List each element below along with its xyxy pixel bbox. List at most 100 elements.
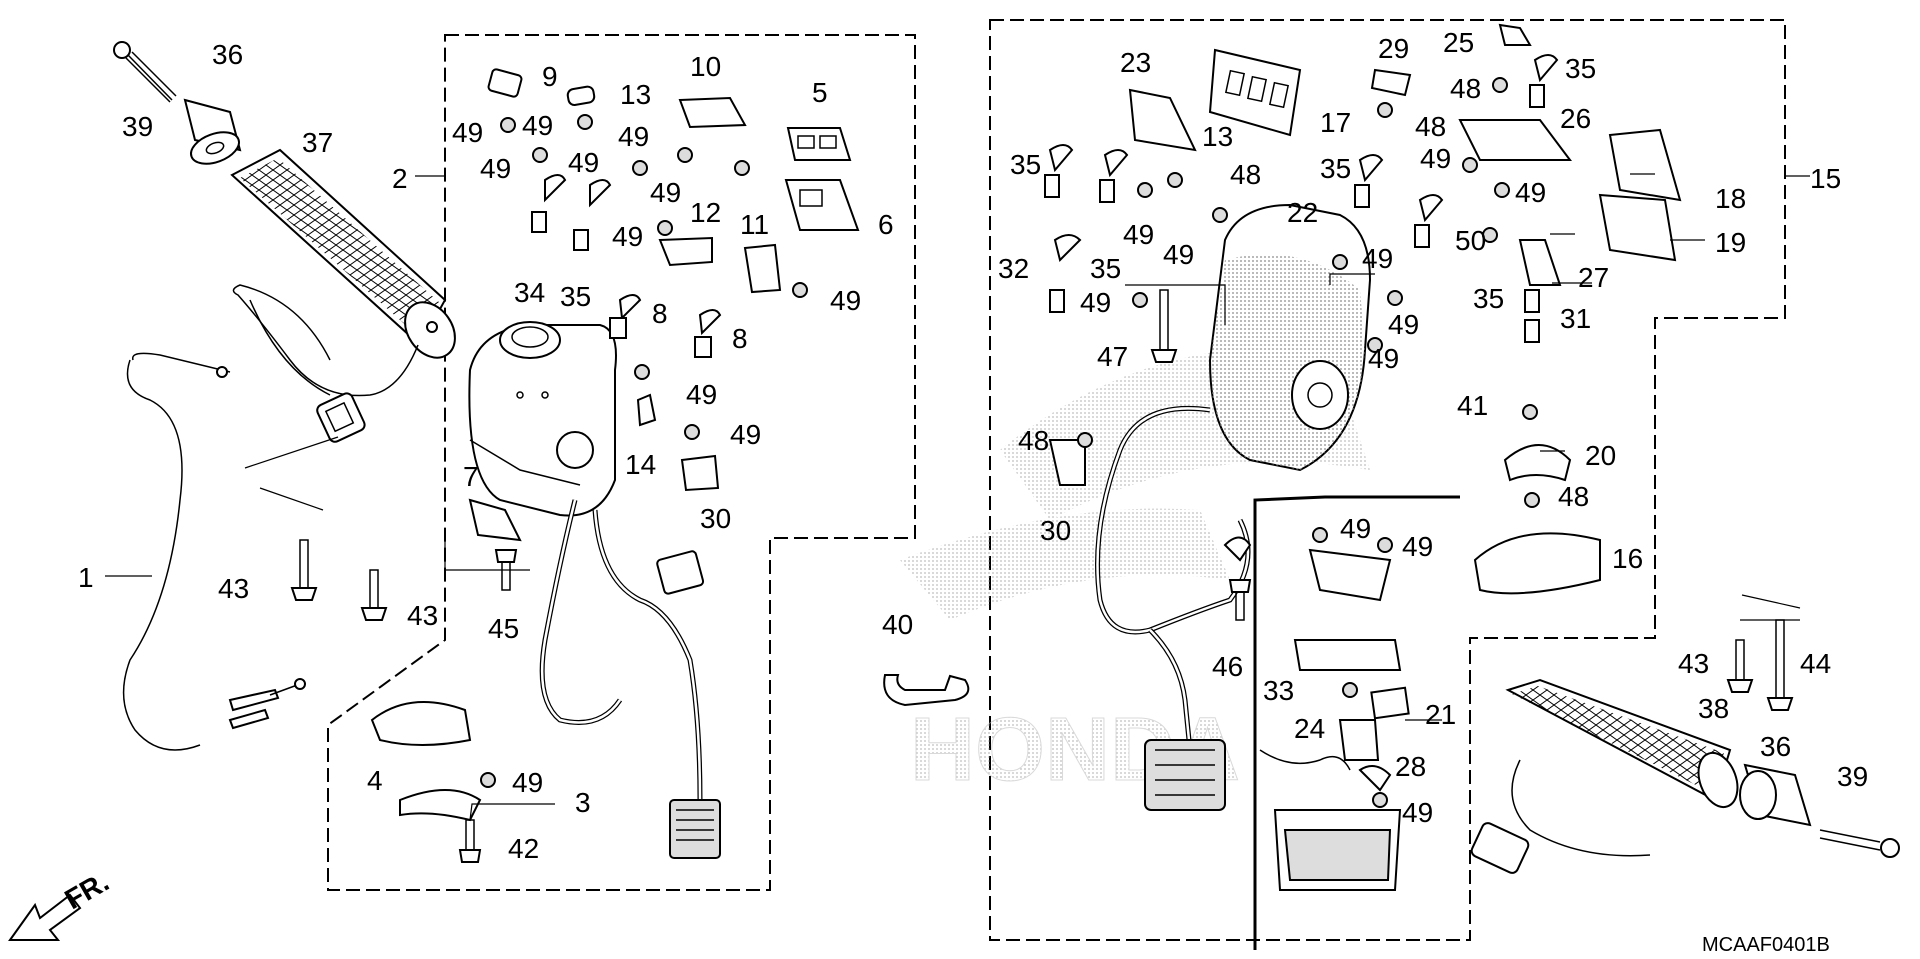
callout-48a: 48 — [1018, 425, 1049, 456]
callout-12: 12 — [690, 197, 721, 228]
callout-38: 38 — [1698, 693, 1729, 724]
callout-33: 33 — [1263, 675, 1294, 706]
callout-44: 44 — [1800, 648, 1831, 679]
callout-22: 22 — [1287, 197, 1318, 228]
callout-49e: 49 — [618, 121, 649, 152]
callout-49l: 49 — [1080, 287, 1111, 318]
callout-49f: 49 — [650, 177, 681, 208]
callout-23: 23 — [1120, 47, 1151, 78]
callout-48c: 48 — [1415, 111, 1446, 142]
callout-2: 2 — [392, 163, 408, 194]
callout-18: 18 — [1715, 183, 1746, 214]
callout-8a: 8 — [652, 298, 668, 329]
callout-17: 17 — [1320, 107, 1351, 138]
callout-37: 37 — [302, 127, 333, 158]
callout-6: 6 — [878, 209, 894, 240]
callout-35a: 35 — [560, 281, 591, 312]
screws-right — [1077, 77, 1794, 808]
callout-42: 42 — [508, 833, 539, 864]
callout-9: 9 — [542, 61, 558, 92]
callout-35b: 35 — [1010, 149, 1041, 180]
callout-49r: 49 — [1420, 143, 1451, 174]
callout-39a: 39 — [122, 111, 153, 142]
screw-43-right — [1726, 639, 1754, 693]
callout-45: 45 — [488, 613, 519, 644]
screw-44 — [1766, 619, 1794, 711]
callout-49d: 49 — [568, 147, 599, 178]
callout-49h: 49 — [830, 285, 861, 316]
grip-wire-37 — [232, 284, 419, 443]
callout-49j: 49 — [730, 419, 761, 450]
small-parts-right — [1048, 23, 1682, 891]
callout-4: 4 — [367, 765, 383, 796]
callout-43a: 43 — [218, 573, 249, 604]
callout-1: 1 — [78, 562, 94, 593]
callout-35e: 35 — [1473, 283, 1504, 314]
callout-43b: 43 — [407, 600, 438, 631]
weight-36-right — [1739, 763, 1812, 827]
callout-49c: 49 — [480, 153, 511, 184]
weight-36-left — [183, 98, 242, 165]
screw-43a — [290, 539, 318, 601]
callout-49q: 49 — [1368, 343, 1399, 374]
callout-49v: 49 — [1402, 797, 1433, 828]
screw-47 — [1150, 289, 1178, 363]
callout-49t: 49 — [1340, 513, 1371, 544]
callout-28: 28 — [1395, 751, 1426, 782]
screw-45 — [494, 549, 518, 591]
callout-49b: 49 — [522, 110, 553, 141]
callout-36a: 36 — [212, 39, 243, 70]
left-harness — [539, 499, 721, 859]
screw-43b — [360, 569, 388, 621]
screw-46 — [1228, 579, 1252, 621]
callout-29: 29 — [1378, 33, 1409, 64]
callout-30a: 30 — [700, 503, 731, 534]
divider-line — [1253, 495, 1460, 950]
callout-49o: 49 — [1362, 243, 1393, 274]
callout-39b: 39 — [1837, 761, 1868, 792]
callout-49m: 49 — [1123, 219, 1154, 250]
callout-11: 11 — [740, 209, 769, 240]
callout-14: 14 — [625, 449, 656, 480]
callout-8b: 8 — [732, 323, 748, 354]
callout-47: 47 — [1097, 341, 1128, 372]
grip-38 — [1470, 678, 1739, 874]
left-assembly-frame — [327, 34, 916, 891]
callout-7a: 7 — [463, 461, 479, 492]
diagram-code: MCAAF0401B — [1702, 934, 1830, 956]
callout-34: 34 — [514, 277, 545, 308]
throttle-cable-1 — [122, 352, 306, 751]
callout-35d: 35 — [1320, 153, 1351, 184]
callout-25: 25 — [1443, 27, 1474, 58]
connectors-35 — [1044, 54, 1559, 343]
right-harness — [1095, 405, 1251, 811]
callout-15: 15 — [1810, 163, 1841, 194]
callout-41: 41 — [1457, 390, 1488, 421]
left-switch-housing — [468, 321, 617, 517]
leader-lines — [105, 173, 1810, 821]
callout-49a: 49 — [452, 117, 483, 148]
callout-48e: 48 — [1558, 481, 1589, 512]
callout-50: 50 — [1455, 225, 1486, 256]
callout-30b: 30 — [1040, 515, 1071, 546]
right-switch-housing — [1208, 203, 1372, 472]
callout-labels: 1 2 3 4 5 6 7 8 8 9 10 11 12 13 13 14 15… — [78, 27, 1868, 864]
bolt-39-right — [1819, 829, 1900, 858]
bolt-39-left — [113, 41, 177, 103]
callout-49n: 49 — [1163, 239, 1194, 270]
callout-3: 3 — [575, 787, 591, 818]
callout-36b: 36 — [1760, 731, 1791, 762]
callout-43c: 43 — [1678, 648, 1709, 679]
callout-13b: 13 — [1202, 121, 1233, 152]
callout-49u: 49 — [1402, 531, 1433, 562]
callout-5: 5 — [812, 77, 828, 108]
callout-48d: 48 — [1450, 73, 1481, 104]
screws-left — [290, 114, 808, 863]
callout-35c: 35 — [1090, 253, 1121, 284]
screw-42 — [458, 819, 482, 863]
callout-49s: 49 — [1515, 177, 1546, 208]
cable-tie-40 — [883, 674, 970, 707]
callout-16: 16 — [1612, 543, 1643, 574]
callout-31: 31 — [1560, 303, 1591, 334]
callout-46: 46 — [1212, 651, 1243, 682]
